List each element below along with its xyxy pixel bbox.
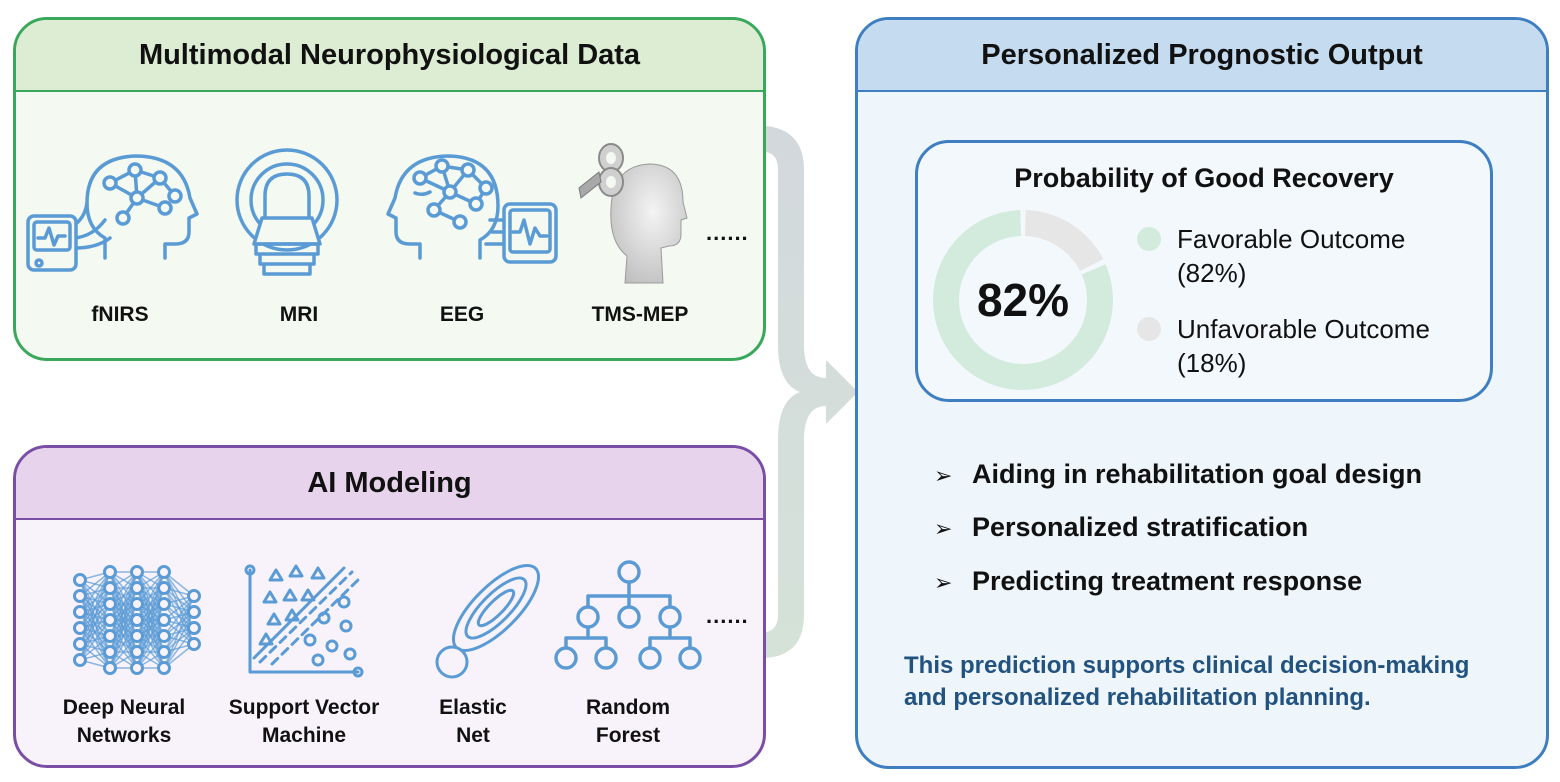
legend-favorable: Favorable Outcome (82%) (1177, 222, 1405, 290)
legend-favorable-label: Favorable Outcome (1177, 224, 1406, 254)
model-label-svm: Support Vector Machine (204, 694, 404, 750)
probability-title: Probability of Good Recovery (1014, 163, 1394, 193)
summary-line-2: and personalized rehabilitation planning… (904, 684, 1371, 711)
legend-unfavorable: Unfavorable Outcome (18%) (1177, 312, 1430, 380)
arrow-bullet-icon: ➢ (934, 570, 953, 595)
elastic-net-icon (435, 563, 541, 679)
modality-label-eeg: EEG (439, 303, 485, 326)
bullet-treatment-response: ➢ Predicting treatment response (934, 566, 1362, 597)
legend-unfavorable-pct: (18%) (1177, 348, 1247, 378)
model-label-elastic-net: Elastic Net (373, 694, 573, 750)
bullet-text: Predicting treatment response (972, 566, 1363, 596)
legend-unfavorable-label: Unfavorable Outcome (1177, 314, 1430, 344)
fnirs-head-icon (26, 154, 199, 272)
donut-center-label: 82% (977, 274, 1069, 326)
eeg-head-icon (386, 154, 558, 264)
ai-panel-title: AI Modeling (307, 467, 472, 499)
model-label-random-forest-line1: Random (586, 696, 670, 719)
bullet-stratification: ➢ Personalized stratification (934, 512, 1308, 543)
model-label-random-forest-line2: Forest (595, 724, 661, 747)
tms-coil-head-icon (578, 143, 688, 284)
more-models-ellipsis: ...... (706, 603, 749, 628)
legend-favorable-pct: (82%) (1177, 258, 1247, 288)
random-forest-icon (554, 560, 702, 670)
probability-card: Probability of Good Recovery (915, 140, 1493, 402)
bullet-text: Aiding in rehabilitation goal design (972, 459, 1423, 489)
modality-label-tms-mep: TMS-MEP (591, 303, 689, 326)
model-label-elastic-net-line2: Net (456, 724, 490, 747)
model-label-dnn-line1: Deep Neural (62, 696, 186, 719)
model-label-svm-line1: Support Vector (228, 696, 380, 719)
svm-icon (244, 564, 364, 678)
model-label-dnn-line2: Networks (76, 724, 172, 747)
summary-statement: This prediction supports clinical decisi… (904, 650, 1544, 714)
model-label-dnn: Deep Neural Networks (24, 694, 224, 750)
modality-label-fnirs: fNIRS (91, 303, 149, 326)
modality-label-mri: MRI (279, 303, 319, 326)
arrow-bullet-icon: ➢ (934, 516, 953, 541)
more-modalities-ellipsis: ...... (706, 220, 749, 245)
arrow-bullet-icon: ➢ (934, 463, 953, 488)
model-label-elastic-net-line1: Elastic (439, 696, 507, 719)
neural-network-icon (73, 565, 201, 675)
output-panel-header: Personalized Prognostic Output (858, 20, 1546, 92)
bullet-text: Personalized stratification (972, 512, 1309, 542)
data-panel-title: Multimodal Neurophysiological Data (138, 39, 641, 71)
legend-swatch-unfavorable (1137, 317, 1161, 341)
ai-panel-header: AI Modeling (16, 448, 763, 520)
bullet-goal-design: ➢ Aiding in rehabilitation goal design (934, 459, 1422, 490)
legend-swatch-favorable (1137, 227, 1161, 251)
recovery-donut-chart: 82% (933, 210, 1113, 390)
data-panel-header: Multimodal Neurophysiological Data (16, 20, 763, 92)
donut-slice-unfavorable (1024, 210, 1104, 272)
model-label-random-forest: Random Forest (528, 694, 728, 750)
mri-scanner-icon (235, 148, 339, 276)
summary-line-1: This prediction supports clinical decisi… (904, 652, 1470, 679)
output-panel-title: Personalized Prognostic Output (981, 39, 1423, 71)
model-label-svm-line2: Machine (261, 724, 347, 747)
multimodal-data-panel: Multimodal Neurophysiological Data (13, 17, 766, 361)
